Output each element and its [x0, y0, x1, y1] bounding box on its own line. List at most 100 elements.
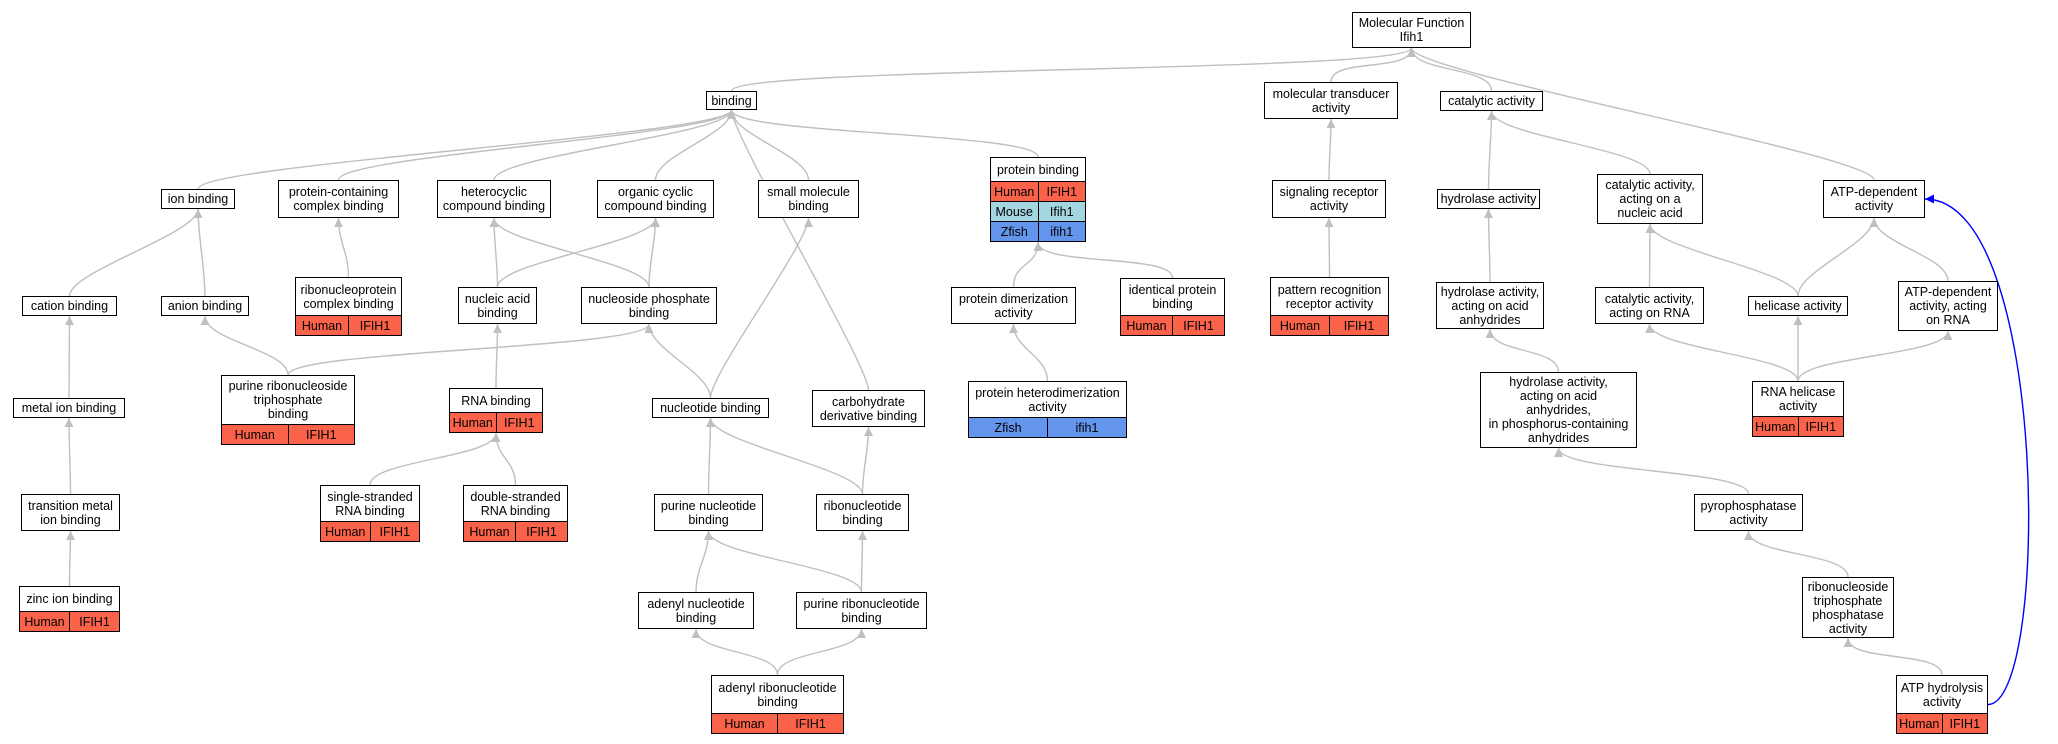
edge	[65, 530, 75, 587]
go-term-label: RNA helicase activity	[1760, 385, 1836, 413]
go-term-nucleoside-phosphate[interactable]: nucleoside phosphate binding	[581, 287, 717, 324]
edge	[200, 315, 289, 376]
go-term-small-molecule[interactable]: small molecule binding	[758, 180, 859, 218]
highlight-edge	[1924, 194, 2030, 706]
species-cell: Zfish	[991, 222, 1038, 241]
gene-cell: ifih1	[1037, 222, 1085, 241]
go-term-label: molecular transducer activity	[1272, 86, 1390, 115]
go-term-label: pyrophosphatase activity	[1700, 498, 1797, 527]
go-term-label: hydrolase activity, acting on acid anhyd…	[1440, 284, 1540, 327]
species-cell: Human	[222, 425, 288, 444]
go-term-organic-cyclic[interactable]: organic cyclic compound binding	[597, 180, 714, 218]
go-term-label: adenyl nucleotide binding	[647, 596, 745, 625]
go-term-pyrophosphatase[interactable]: pyrophosphatase activity	[1694, 494, 1803, 531]
edge	[1797, 217, 1879, 297]
gene-cell: Ifih1	[1037, 202, 1085, 221]
edge	[1486, 110, 1496, 190]
gene-cell: ifih1	[1047, 418, 1126, 437]
go-term-label: purine ribonucleoside triphosphate bindi…	[228, 379, 348, 421]
edge	[64, 315, 74, 399]
edge	[706, 417, 864, 495]
edge	[1645, 223, 1655, 288]
go-term-hydrolase-anhydrides[interactable]: hydrolase activity, acting on acid anhyd…	[1436, 282, 1544, 329]
go-term-catalytic[interactable]: catalytic activity	[1440, 91, 1543, 111]
go-term-mol-transducer[interactable]: molecular transducer activity	[1264, 82, 1398, 119]
edge	[691, 628, 779, 676]
go-term-label: anion binding	[167, 299, 243, 313]
go-term-hydrolase-phospho[interactable]: hydrolase activity, acting on acid anhyd…	[1480, 372, 1637, 448]
go-term-mf[interactable]: Molecular Function Ifih1	[1352, 12, 1471, 48]
go-term-protein-dimerization[interactable]: protein dimerization activity	[951, 287, 1076, 324]
go-term-purine-nucleotide[interactable]: purine nucleotide binding	[654, 494, 763, 531]
go-term-helicase[interactable]: helicase activity	[1748, 296, 1848, 316]
go-term-atp-dep-rna[interactable]: ATP-dependent activity, acting on RNA	[1898, 281, 1998, 331]
edge	[695, 530, 713, 593]
edge	[1326, 118, 1336, 181]
go-term-adenyl-nucleotide[interactable]: adenyl nucleotide binding	[638, 592, 754, 629]
go-term-ion-binding[interactable]: ion binding	[161, 189, 235, 209]
go-term-heterocyclic[interactable]: heterocyclic compound binding	[437, 180, 551, 218]
go-term-protein-containing[interactable]: protein-containing complex binding	[278, 180, 399, 218]
species-cell: Human	[450, 413, 496, 432]
go-term-label: helicase activity	[1754, 299, 1842, 313]
edge	[1033, 241, 1174, 279]
go-term-purine-ribonucleotide[interactable]: purine ribonucleotide binding	[796, 592, 927, 629]
species-cell: Human	[1271, 316, 1329, 335]
go-term-label: carbohydrate derivative binding	[819, 394, 918, 423]
edge	[1554, 447, 1750, 495]
go-term-label: metal ion binding	[21, 401, 117, 415]
go-term-label: organic cyclic compound binding	[604, 185, 707, 213]
go-term-label: nucleic acid binding	[464, 291, 531, 320]
go-term-carbohydrate[interactable]: carbohydrate derivative binding	[812, 390, 925, 427]
go-term-cation-binding[interactable]: cation binding	[22, 296, 117, 316]
go-term-rntp-phosphatase[interactable]: ribonucleoside triphosphate phosphatase …	[1802, 577, 1894, 638]
edge	[1009, 323, 1049, 382]
species-cell: Human	[20, 612, 69, 631]
species-cell: Human	[1897, 714, 1942, 733]
gene-cell: IFIH1	[69, 612, 119, 631]
edge	[654, 109, 736, 181]
species-cell: Human	[321, 522, 370, 541]
species-cell: Human	[296, 316, 348, 335]
go-term-cat-rna[interactable]: catalytic activity, acting on RNA	[1595, 287, 1704, 324]
edge	[730, 47, 1416, 92]
go-term-label: cation binding	[30, 299, 109, 313]
go-term-hydrolase[interactable]: hydrolase activity	[1437, 189, 1540, 209]
go-term-ribonucleotide[interactable]: ribonucleotide binding	[816, 494, 909, 531]
go-term-binding[interactable]: binding	[706, 91, 757, 110]
go-term-label: ATP hydrolysis activity	[1900, 680, 1984, 709]
edge	[287, 323, 654, 376]
go-term-purine-ribonucleoside-tp[interactable]: purine ribonucleoside triphosphate bindi…	[221, 375, 355, 445]
go-term-metal-ion[interactable]: metal ion binding	[13, 398, 125, 418]
go-term-atp-dependent[interactable]: ATP-dependent activity	[1823, 180, 1925, 218]
go-term-cat-nucleic[interactable]: catalytic activity, acting on a nucleic …	[1597, 174, 1703, 224]
go-term-transition-metal[interactable]: transition metal ion binding	[21, 494, 120, 531]
go-term-anion-binding[interactable]: anion binding	[161, 296, 249, 316]
edge	[1744, 530, 1849, 578]
edge	[1012, 241, 1043, 288]
edge	[727, 109, 810, 181]
go-term-nucleotide-binding[interactable]: nucleotide binding	[652, 398, 769, 418]
go-term-signaling-receptor[interactable]: signaling receptor activity	[1272, 180, 1386, 218]
edge	[727, 109, 870, 391]
go-term-label: single-stranded RNA binding	[327, 489, 413, 518]
go-term-nucleic-acid[interactable]: nucleic acid binding	[458, 287, 537, 324]
